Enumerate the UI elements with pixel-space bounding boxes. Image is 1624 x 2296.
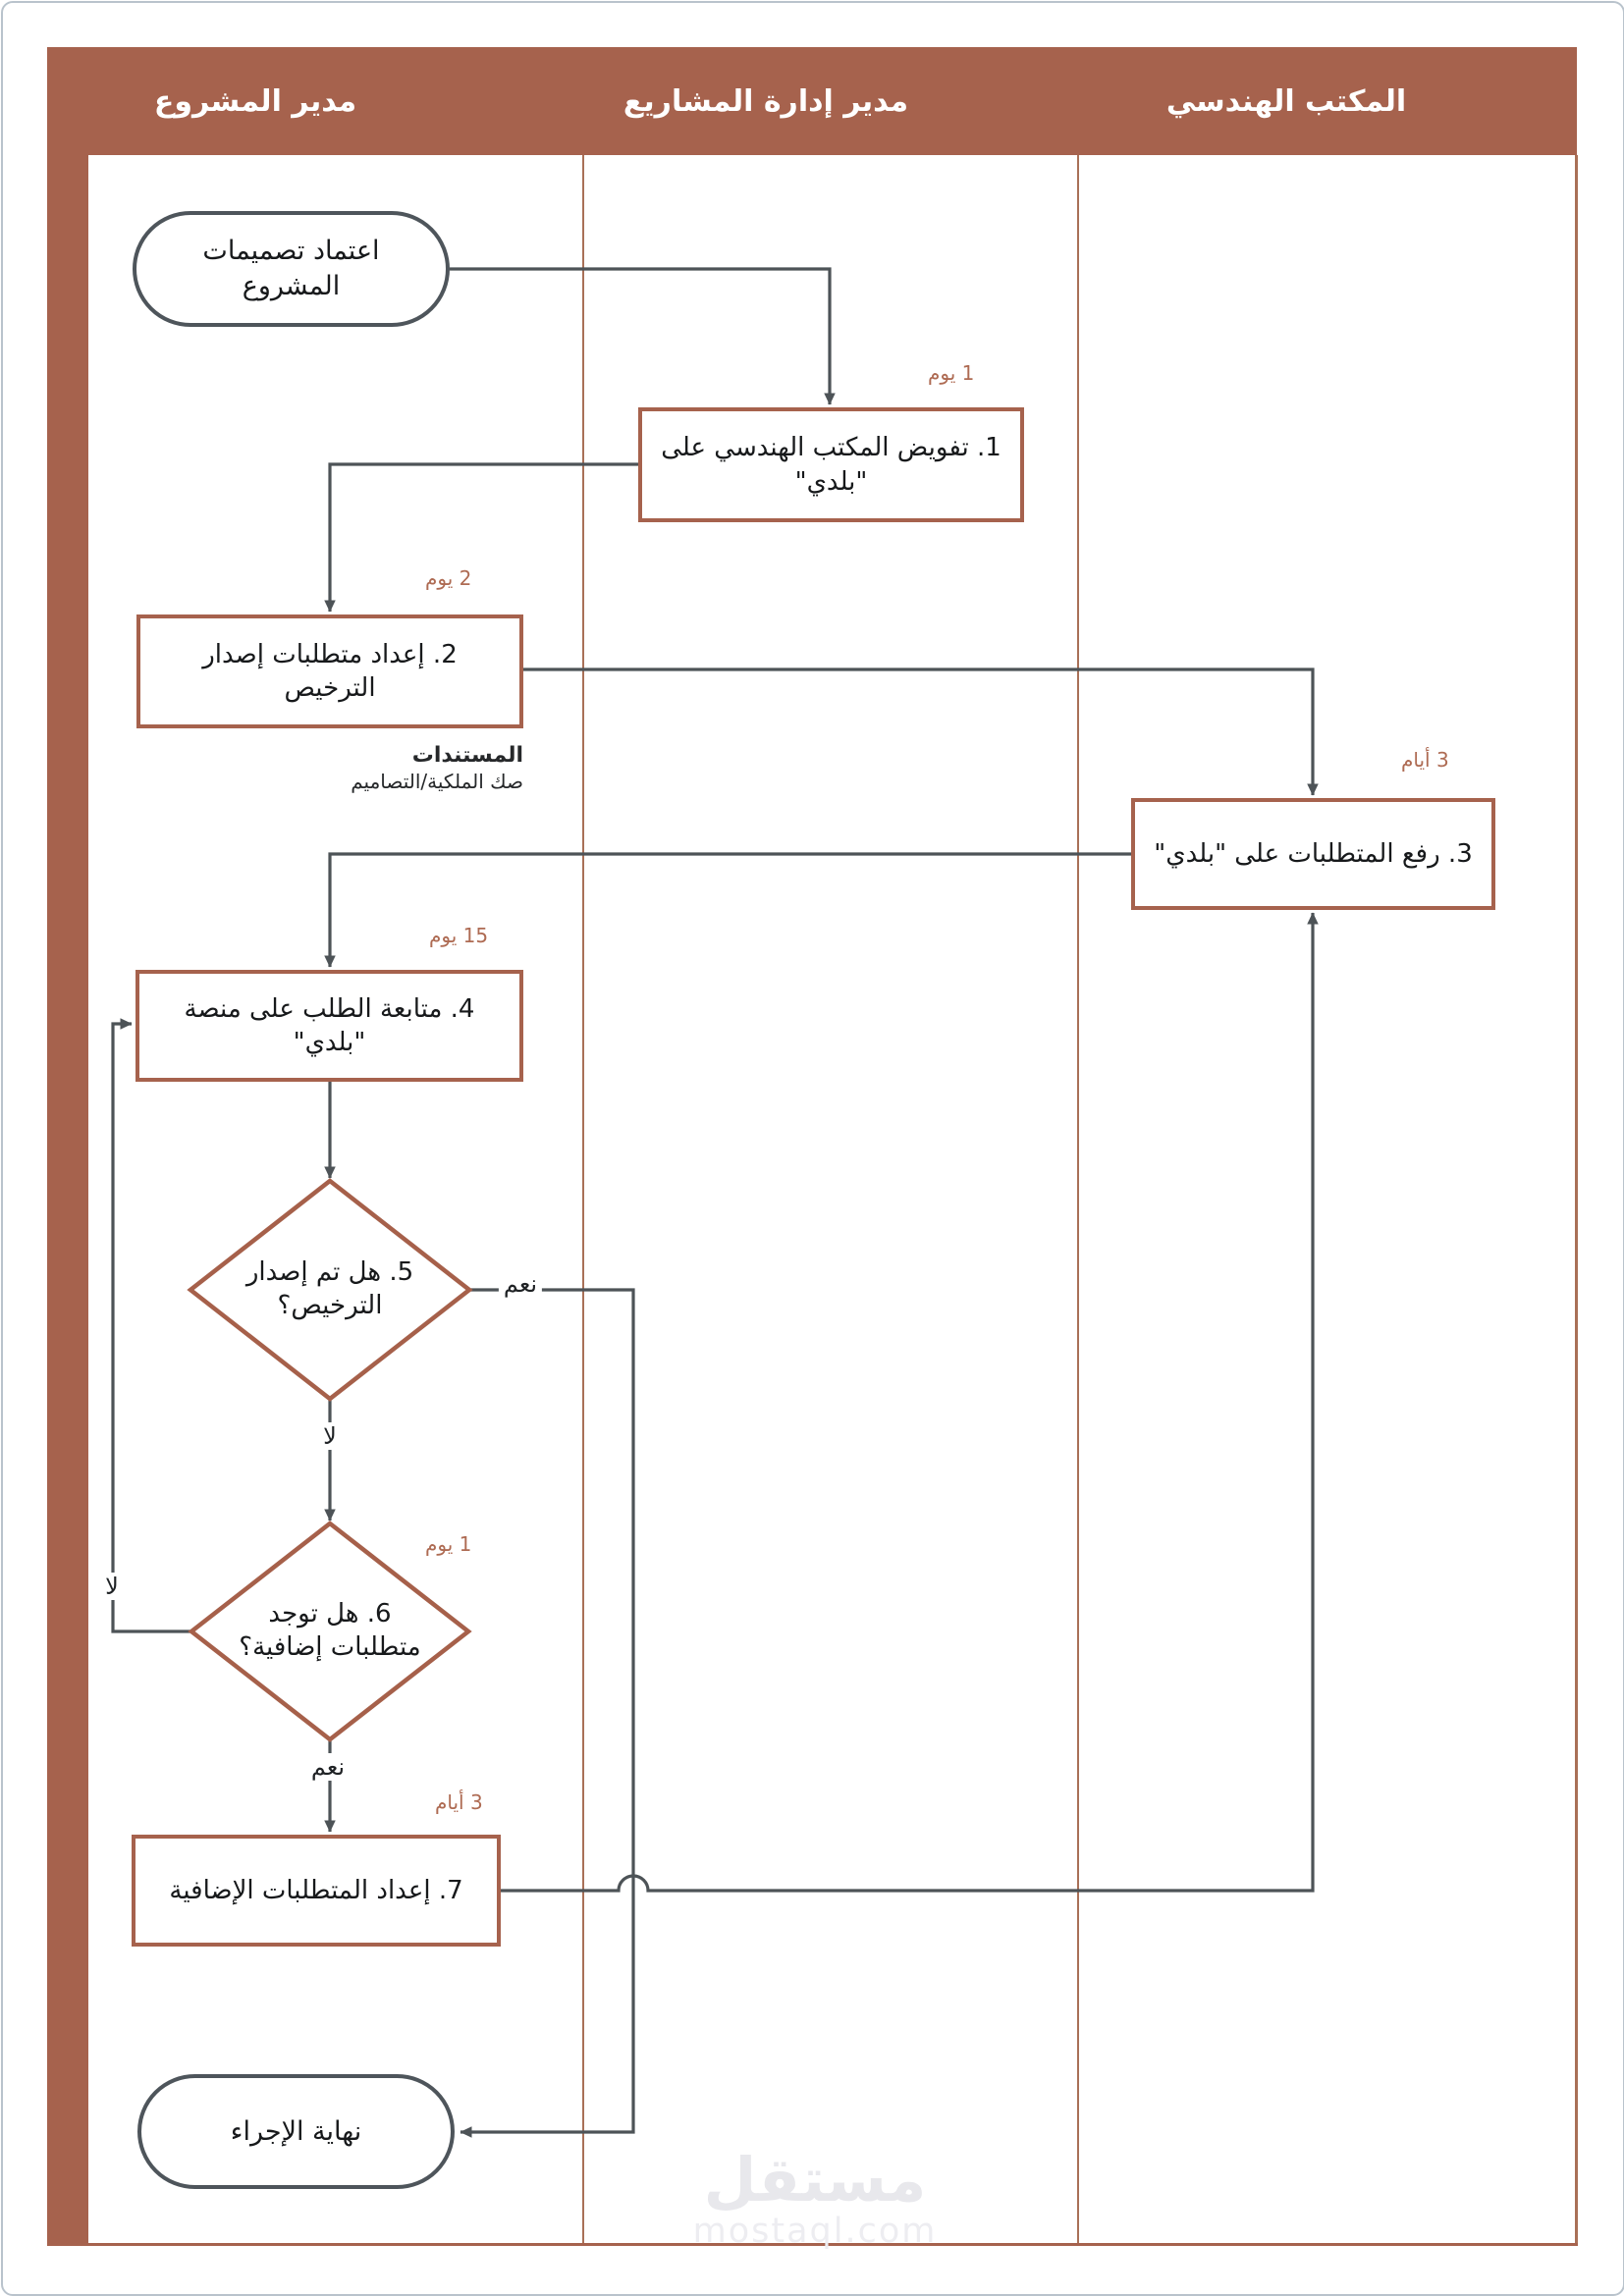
decision-6-label: 6. هل توجد متطلبات إضافية؟: [239, 1599, 421, 1662]
process-1: 1. تفويض المكتب الهندسي على "بلدي": [638, 407, 1024, 522]
process-3: 3. رفع المتطلبات على "بلدي": [1131, 798, 1495, 910]
lane-title-project-manager: مدير المشروع: [153, 84, 357, 119]
lane-title-engineering-office: المكتب الهندسي: [1165, 84, 1407, 119]
duration-7: 3 أيام: [435, 1790, 483, 1814]
edge-start-to-1: [450, 267, 836, 405]
start-node: اعتماد تصميمات المشروع: [133, 211, 450, 327]
duration-2: 2 يوم: [425, 566, 472, 590]
end-node: نهاية الإجراء: [137, 2074, 455, 2189]
edge-6-no-to-4: [111, 1018, 191, 1633]
frame-right-border: [1575, 155, 1578, 2246]
documents-note-text: صك الملكية/التصاميم: [351, 770, 523, 793]
edge-label-no-5: لا: [318, 1422, 342, 1450]
decision-6-shape: [188, 1521, 472, 1742]
lane-divider-2: [1077, 155, 1079, 2243]
documents-note-title: المستندات: [411, 743, 523, 768]
edge-5-yes-to-end: [460, 1288, 635, 2138]
edge-label-yes-6: نعم: [305, 1753, 351, 1781]
edge-2-to-3: [523, 667, 1319, 796]
frame-left-bar: [47, 155, 88, 2246]
watermark-logo: مستقل: [703, 2144, 927, 2216]
process-7: 7. إعداد المتطلبات الإضافية: [132, 1835, 501, 1947]
documents-note: المستندات صك الملكية/التصاميم: [189, 743, 523, 793]
decision-5-label: 5. هل تم إصدار الترخيص؟: [245, 1257, 414, 1320]
edge-3-to-4: [324, 852, 1131, 968]
lane-title-pmo-director: مدير إدارة المشاريع: [623, 84, 909, 119]
frame-bottom-border: [47, 2243, 1578, 2246]
duration-6: 1 يوم: [425, 1532, 472, 1556]
watermark-url: mostaql.com: [692, 2212, 938, 2251]
duration-3: 3 أيام: [1401, 748, 1449, 772]
edge-7-to-3: [501, 912, 1319, 1893]
watermark: مستقل mostaql.com: [638, 2150, 992, 2252]
decision-5-shape: [187, 1178, 473, 1402]
lane-divider-1: [582, 155, 584, 2243]
edge-label-no-6: لا: [100, 1573, 124, 1600]
edge-1-to-2: [324, 462, 638, 613]
process-2: 2. إعداد متطلبات إصدار الترخيص: [136, 614, 523, 728]
duration-4: 15 يوم: [429, 924, 489, 947]
edge-label-yes-5: نعم: [498, 1270, 543, 1298]
duration-1: 1 يوم: [928, 361, 975, 385]
process-4: 4. متابعة الطلب على منصة "بلدي": [135, 970, 523, 1082]
lane-header-band: [47, 47, 1577, 155]
